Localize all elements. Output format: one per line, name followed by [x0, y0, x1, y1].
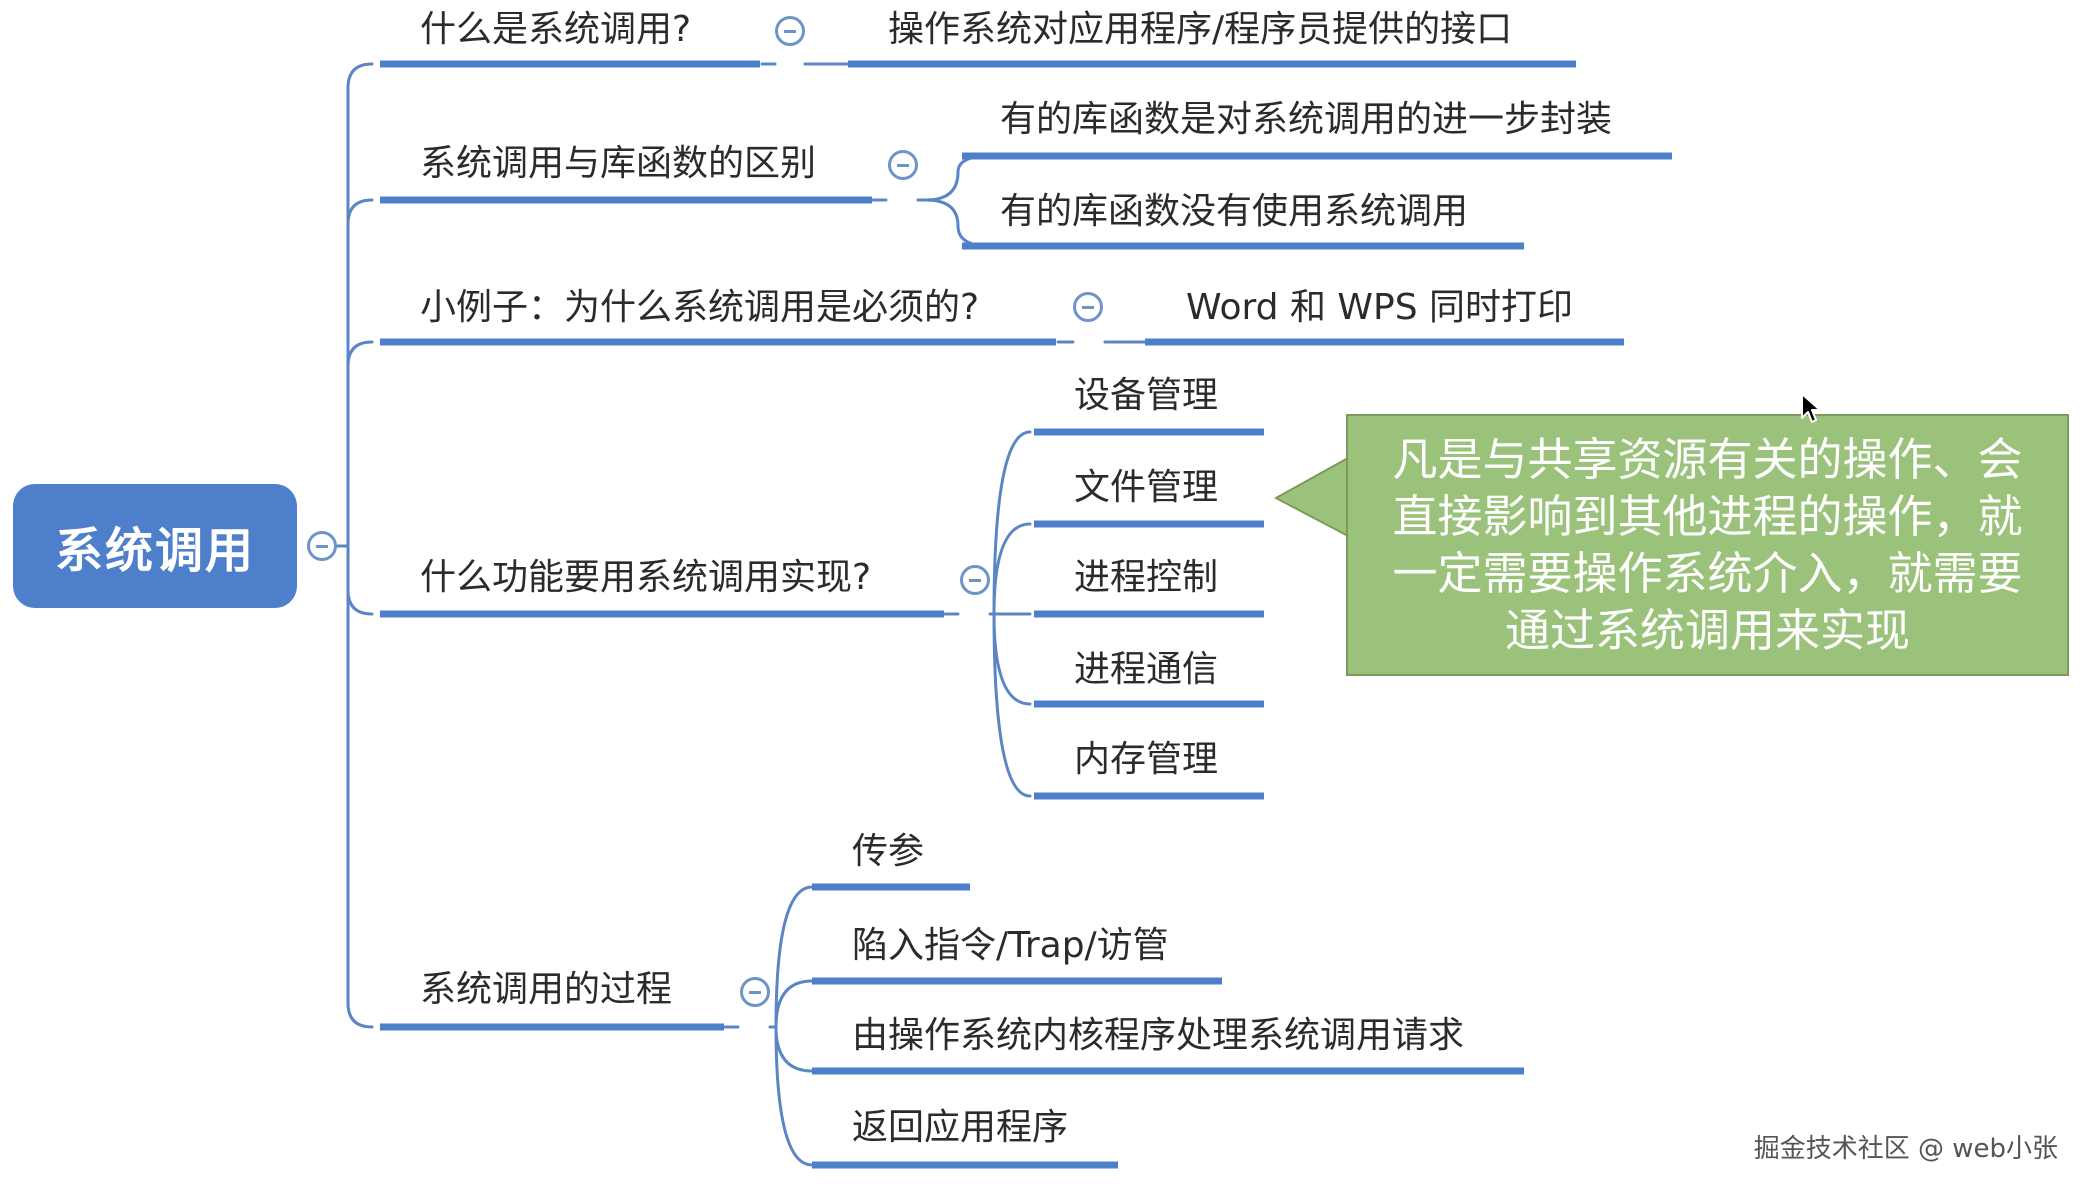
branch-1-collapse-toggle[interactable]	[775, 16, 805, 46]
callout-pointer	[1273, 456, 1349, 538]
branch-label-2: 系统调用与库函数的区别	[420, 143, 817, 184]
child-label-5-3: 由操作系统内核程序处理系统调用请求	[852, 1015, 1465, 1056]
child-label-2-2: 有的库函数没有使用系统调用	[1000, 191, 1469, 232]
child-label-4-5: 内存管理	[1074, 739, 1219, 780]
child-label-4-4: 进程通信	[1074, 649, 1219, 690]
trunk-branch-3	[346, 340, 374, 368]
root-label: 系统调用	[54, 523, 255, 579]
branch-2-collapse-toggle[interactable]	[888, 150, 918, 180]
child-label-2-1: 有的库函数是对系统调用的进一步封装	[1000, 99, 1613, 140]
child-label-4-3: 进程控制	[1074, 557, 1219, 598]
child-label-1-1: 操作系统对应用程序/程序员提供的接口	[888, 9, 1513, 50]
root-collapse-toggle[interactable]	[307, 531, 337, 561]
trunk-connector	[346, 62, 374, 1029]
mouse-cursor-icon	[1801, 393, 1821, 423]
branch-label-1: 什么是系统调用?	[420, 9, 692, 50]
child-label-3-1: Word 和 WPS 同时打印	[1186, 287, 1574, 328]
branch-3-collapse-toggle[interactable]	[1073, 292, 1103, 322]
child-label-4-2: 文件管理	[1074, 467, 1219, 508]
callout-text: 凡是与共享资源有关的操作、会直接影响到其他进程的操作，就一定需要操作系统介入，就…	[1392, 433, 2023, 657]
branch-label-3: 小例子：为什么系统调用是必须的?	[420, 287, 980, 328]
branch-5-fork	[722, 885, 814, 1167]
trunk-branch-2	[346, 198, 374, 226]
trunk-branch-4	[346, 588, 374, 616]
branch-4-fork	[943, 430, 1032, 798]
child-label-4-1: 设备管理	[1074, 375, 1219, 416]
child-label-5-4: 返回应用程序	[852, 1107, 1069, 1148]
watermark: 掘金技术社区 @ web小张	[1753, 1134, 2058, 1164]
child-label-5-1: 传参	[852, 831, 925, 872]
child-label-5-2: 陷入指令/Trap/访管	[852, 925, 1169, 966]
root-node[interactable]: 系统调用	[13, 484, 297, 608]
branch-5-collapse-toggle[interactable]	[740, 977, 770, 1007]
branch-label-5: 系统调用的过程	[420, 969, 673, 1010]
callout-note: 凡是与共享资源有关的操作、会直接影响到其他进程的操作，就一定需要操作系统介入，就…	[1346, 414, 2069, 676]
branch-label-4: 什么功能要用系统调用实现?	[420, 557, 872, 598]
branch-4-collapse-toggle[interactable]	[960, 565, 990, 595]
